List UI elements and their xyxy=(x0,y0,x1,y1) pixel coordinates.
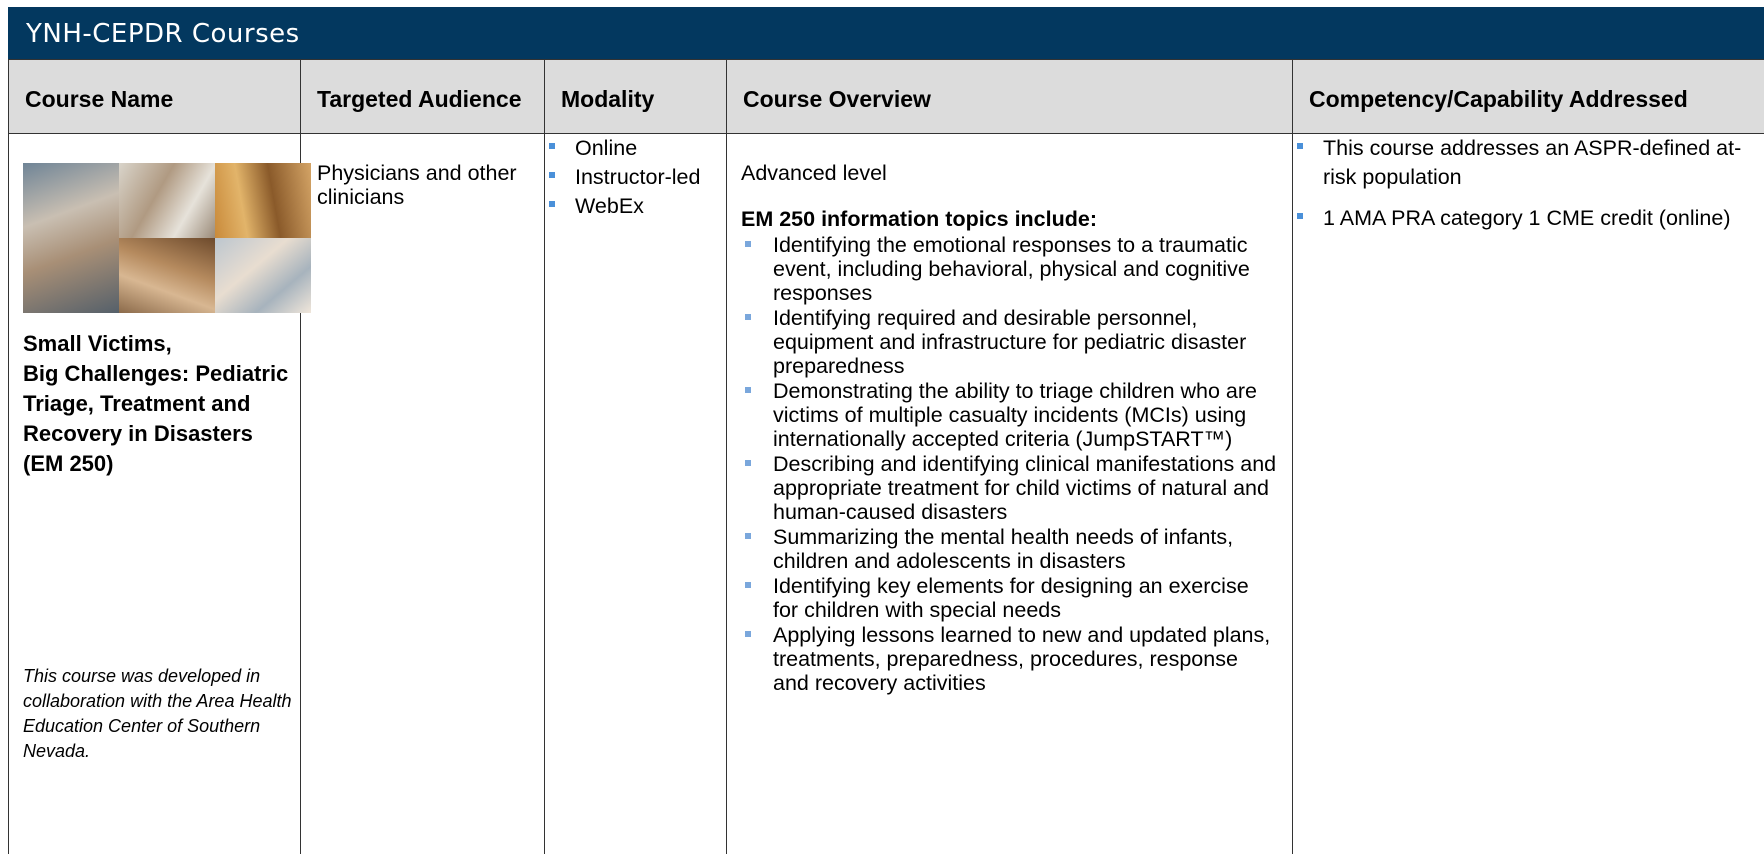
course-name-cell: Small Victims, Big Challenges: Pediatric… xyxy=(9,134,301,854)
table-header-row: Course Name Targeted Audience Modality C… xyxy=(9,60,1764,134)
list-item: Summarizing the mental health needs of i… xyxy=(741,525,1278,573)
list-item: 1 AMA PRA category 1 CME credit (online) xyxy=(1293,204,1764,233)
list-item: Online xyxy=(545,134,726,163)
course-photo-collage xyxy=(23,163,311,313)
course-level: Advanced level xyxy=(741,161,1278,185)
modality-cell: Online Instructor-led WebEx xyxy=(545,134,727,854)
column-header-targeted-audience: Targeted Audience xyxy=(301,60,545,134)
course-title-line: Recovery in Disasters xyxy=(23,419,323,449)
photo-nurse-with-child xyxy=(23,163,119,313)
column-header-competency: Competency/Capability Addressed xyxy=(1293,60,1764,134)
list-item: WebEx xyxy=(545,192,726,221)
table-row: Small Victims, Big Challenges: Pediatric… xyxy=(9,134,1764,854)
modality-list: Online Instructor-led WebEx xyxy=(545,134,726,221)
topics-list: Identifying the emotional responses to a… xyxy=(741,233,1278,695)
photo-child-in-bed xyxy=(119,163,215,238)
overview-cell: Advanced level EM 250 information topics… xyxy=(727,134,1293,854)
courses-table: Course Name Targeted Audience Modality C… xyxy=(8,59,1764,854)
list-item: This course addresses an ASPR-defined at… xyxy=(1293,134,1764,192)
course-title-line: Big Challenges: Pediatric xyxy=(23,359,323,389)
audience-text: Physicians and other clinicians xyxy=(301,134,544,209)
list-item: Demonstrating the ability to triage chil… xyxy=(741,379,1278,451)
course-title-line: Small Victims, xyxy=(23,329,323,359)
title-bar: YNH-CEPDR Courses xyxy=(8,7,1764,59)
topics-heading: EM 250 information topics include: xyxy=(741,207,1278,231)
competency-list: This course addresses an ASPR-defined at… xyxy=(1293,134,1764,233)
list-item: Describing and identifying clinical mani… xyxy=(741,452,1278,524)
photo-child-standing xyxy=(215,163,311,238)
page-title: YNH-CEPDR Courses xyxy=(26,19,300,49)
column-header-modality: Modality xyxy=(545,60,727,134)
list-item: Applying lessons learned to new and upda… xyxy=(741,623,1278,695)
column-header-course-name: Course Name xyxy=(9,60,301,134)
course-title-line: Triage, Treatment and xyxy=(23,389,323,419)
photo-family-group xyxy=(119,238,215,313)
audience-cell: Physicians and other clinicians xyxy=(301,134,545,854)
list-item: Instructor-led xyxy=(545,163,726,192)
course-collaboration-note: This course was developed in collaborati… xyxy=(23,664,313,764)
list-item: Identifying the emotional responses to a… xyxy=(741,233,1278,305)
competency-cell: This course addresses an ASPR-defined at… xyxy=(1293,134,1764,854)
list-item: Identifying required and desirable perso… xyxy=(741,306,1278,378)
course-title-line: (EM 250) xyxy=(23,449,323,479)
list-item: Identifying key elements for designing a… xyxy=(741,574,1278,622)
column-header-course-overview: Course Overview xyxy=(727,60,1293,134)
course-title: Small Victims, Big Challenges: Pediatric… xyxy=(23,329,323,479)
photo-child-with-oxygen xyxy=(215,238,311,313)
